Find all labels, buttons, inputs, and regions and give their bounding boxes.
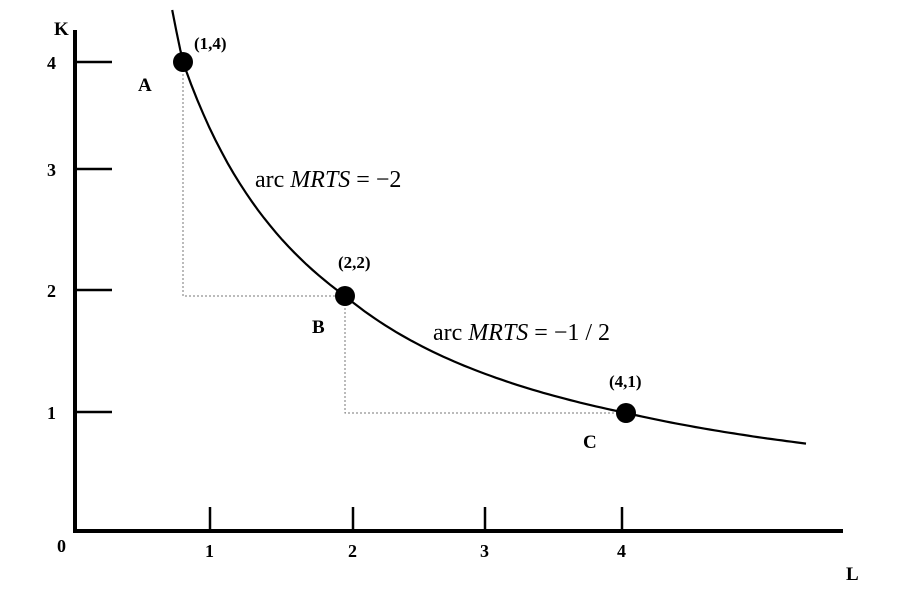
isoquant-curve bbox=[171, 9, 807, 445]
arc-mrts-label-ab: arc MRTS = −2 bbox=[255, 167, 401, 193]
arc-mrts-italic: MRTS bbox=[289, 167, 350, 193]
coord-label-A: (1,4) bbox=[194, 34, 227, 53]
y-tick-label: 4 bbox=[47, 53, 56, 73]
y-tick-label: 2 bbox=[47, 281, 56, 301]
arc-mrts-prefix: arc bbox=[433, 320, 468, 346]
coord-label-B: (2,2) bbox=[338, 253, 371, 272]
point-label-B: B bbox=[312, 317, 325, 338]
x-tick-label: 2 bbox=[348, 541, 357, 561]
x-tick-label: 4 bbox=[617, 541, 626, 561]
x-tick-label: 3 bbox=[480, 541, 489, 561]
origin-label: 0 bbox=[57, 536, 66, 556]
point-B bbox=[335, 286, 355, 306]
data-points: A (1,4) B (2,2) C (4,1) bbox=[138, 34, 642, 453]
x-axis-label: L bbox=[846, 564, 859, 585]
arc-mrts-value: = −2 bbox=[350, 167, 401, 193]
x-ticks: 1 2 3 4 bbox=[205, 507, 626, 561]
guide-lines bbox=[182, 62, 626, 414]
point-label-C: C bbox=[583, 432, 597, 453]
arc-mrts-prefix: arc bbox=[255, 167, 290, 193]
point-C bbox=[616, 403, 636, 423]
point-A bbox=[173, 52, 193, 72]
coord-label-C: (4,1) bbox=[609, 372, 642, 391]
x-tick-label: 1 bbox=[205, 541, 214, 561]
arc-mrts-label-bc: arc MRTS = −1 / 2 bbox=[433, 320, 610, 346]
y-tick-label: 3 bbox=[47, 160, 56, 180]
arc-mrts-value: = −1 / 2 bbox=[528, 320, 610, 346]
y-tick-label: 1 bbox=[47, 403, 56, 423]
arc-mrts-italic: MRTS bbox=[467, 320, 528, 346]
point-label-A: A bbox=[138, 75, 152, 96]
step-guide bbox=[344, 296, 626, 414]
step-guide bbox=[182, 62, 345, 297]
y-ticks: 1 2 3 4 bbox=[47, 53, 112, 423]
y-axis-label: K bbox=[54, 19, 69, 40]
